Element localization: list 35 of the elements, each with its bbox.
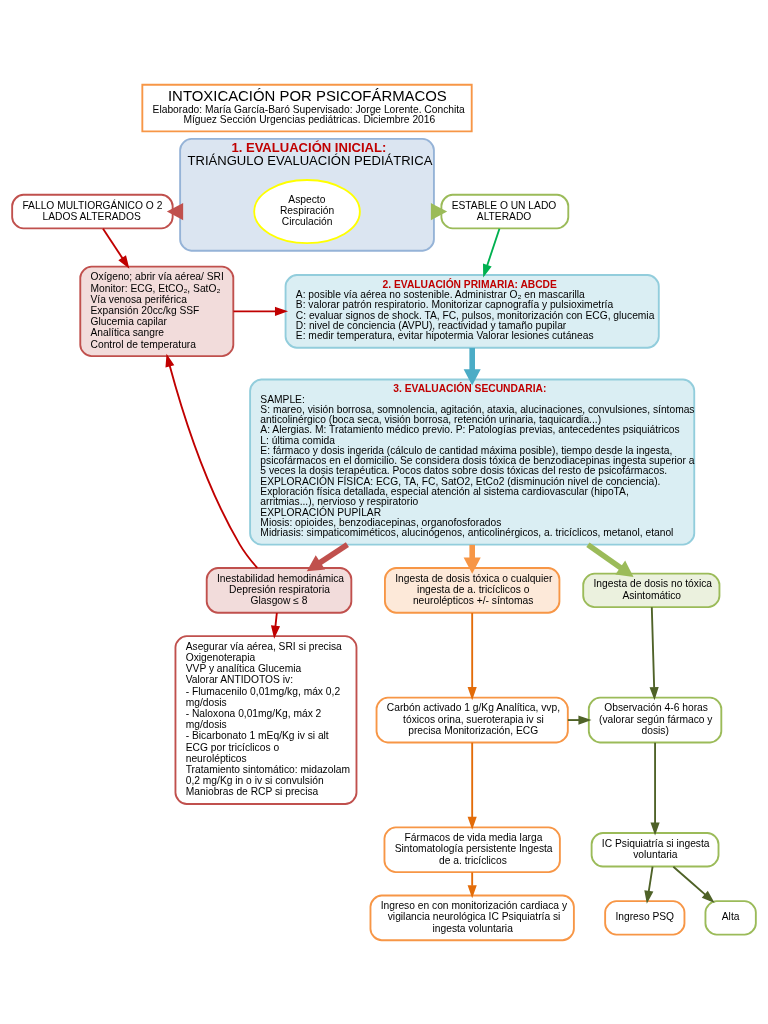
arrow [467,870,477,898]
node-box: Alta [704,899,757,936]
node-ellipse: Aspecto Respiración Circulación [253,178,361,244]
arrow [467,611,477,700]
node-box: 3. EVALUACIÓN SECUNDARIA: SAMPLE: S: mareo, visión borrosa, somnolencia, agitación, ataxia, alucinaciones, convulsiones, síntomas anticolinérgico (boca seca, visión borrosa, retención urinaria, taquicardia...) A: Alergias. M: Tratamiento médico previo. P: Patologías previas, antecedentes psiquiátricos L: última comida E: fármaco y dosis ingerida (cálculo de cantidad máxima posible), tiempo desde la ingesta, psicofármacos en el domicilio. Se considera dosis tóxica de benzodiacepinas ingesta superior a 5 veces la dosis terapéutica. Pocos datos sobre dosis tóxicas del resto de psicofármacos. EXPLORACIÓN FÍSICA: ECG, TA, FC, SatO2, EtCo2 (disminución nivel de conciencia). Exploración física detallada, especial atención al sistema cardiovascular (hipoTA, arritmias...), nervioso y respiratorio EXPLORACIÓN PUPILAR Miosis: opioides, benzodiacepinas, organofosforados Midriasis: simpaticomiméticos, alucinógenos, anticolinérgicos, a. tricíclicos, metanol, etanol [249,378,696,546]
node-box: Fármacos de vida media larga Sintomatología persistente Ingesta de a. tricíclicos [383,825,561,873]
arrow [232,306,289,316]
arrow [102,227,130,269]
arrow [672,865,715,903]
node-box: INTOXICACIÓN POR PSICOFÁRMACOS Elaborado: María García-Baró Supervisado: Jorge Lorente. Conchita Míguez Sección Urgencias pediátricas. Diciembre 2016 [141,83,473,132]
node-box: ESTABLE O UN LADO ALTERADO [440,193,570,229]
node-box: IC Psiquiatría si ingesta voluntaria [590,831,720,867]
arrow [644,865,654,904]
node-box: Ingesta de dosis no tóxica Asintomático [582,572,721,608]
arrow [586,541,634,577]
arrow [270,611,281,639]
node-box: 2. EVALUACIÓN PRIMARIA: ABCDE A: posible vía aérea no sostenible. Administrar O₂ en mascarilla B: valorar patrón respiratorio. Monitorizar capnografía y pulsioximetría C: evaluar signos de shock. TA, FC, pulsos, monitorización con ECG, glucemia D: nivel de conciencia (AVPU), reactividad y tamaño pupilar E: medir temperatura, evitar hipotermia Valorar lesiones cutáneas [284,273,660,349]
node-box: Asegurar vía aérea, SRI si precisa Oxigenoterapia VVP y analítica Glucemia Valorar ANTIDOTOS iv: - Flumacenilo 0,01mg/kg, máx 0,2 mg/dosis - Naloxona 0,01mg/Kg, máx 2 mg/dosis - Bicarbonato 1 mEq/Kg iv si alt ECG por tricíclicos o neurolépticos Tratamiento sintomático: midazolam 0,2 mg/Kg in o iv si convulsión Maniobras de RCP si precisa [174,634,358,805]
arrow [649,605,659,700]
arrow [467,741,477,830]
arrow [463,347,481,385]
node-box: Observación 4-6 horas (valorar según fármaco y dosis) [587,696,723,743]
arrow [306,541,349,571]
node-box: Inestabilidad hemodinámica Depresión respiratoria Glasgow ≤ 8 [205,566,353,614]
arrow [566,714,592,725]
node-box: Ingesta de dosis tóxica o cualquier ingesta de a. tricíclicos o neurolépticos +/- síntomas [384,566,561,614]
node-box: Oxígeno; abrir vía aérea/ SRI Monitor: ECG, EtCO₂, SatO₂ Vía venosa periférica Expansión 20cc/kg SSF Glucemia capilar Analítica sangre Control de temperatura [79,265,235,357]
node-box: Ingreso PSQ [604,899,686,936]
node-box: Ingreso en con monitorización cardiaca y vigilancia neurológica IC Psiquiatría si ingesta voluntaria [369,894,575,941]
node-box: Carbón activado 1 g/Kg Analítica, vvp, tóxicos orina, sueroterapia iv si precisa Monitorización, ECG [375,696,569,743]
node-box: FALLO MULTIORGÁNICO O 2 LADOS ALTERADOS [11,193,174,229]
arrow [483,227,501,277]
arrow [463,544,481,574]
arrow [650,741,660,836]
arrow [165,353,259,569]
